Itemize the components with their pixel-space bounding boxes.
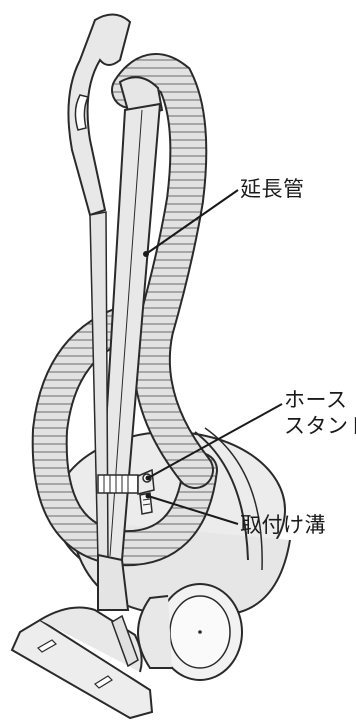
label-hose-stand-line1: ホース [284, 387, 356, 413]
label-hose-stand: ホース スタンド [284, 387, 356, 439]
rear-wheel [138, 584, 242, 680]
label-extension-pipe: 延長管 [240, 176, 305, 202]
label-hose-stand-line2: スタンド [284, 413, 356, 439]
label-mounting-groove: 取付け溝 [240, 512, 326, 538]
